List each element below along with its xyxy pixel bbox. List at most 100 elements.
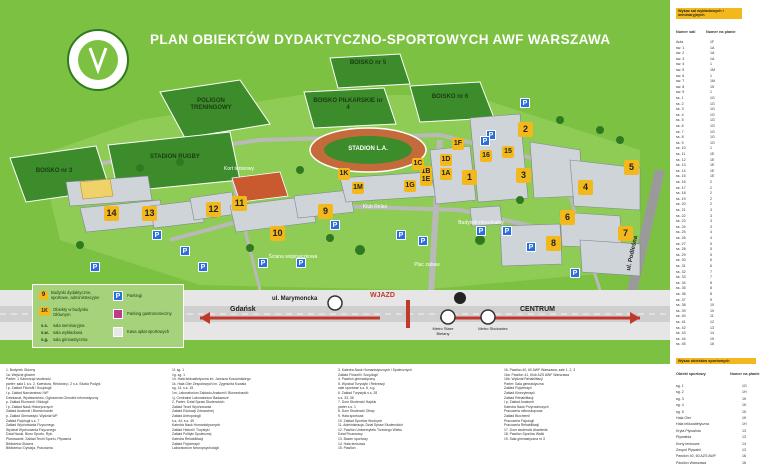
description-line: I p. Zakład Nauk Historycznych: [6, 404, 53, 409]
sport-index-object: sg. 5: [676, 409, 684, 414]
description-line: Dziekanat, Wydawnictwo, Ogłoszenia Ośrod…: [6, 395, 99, 400]
room-index-room: ss. 8: [676, 135, 684, 140]
parking-icon[interactable]: P: [526, 242, 536, 252]
description-line: Zakład Biochemii: [504, 413, 530, 418]
parking-icon[interactable]: P: [180, 246, 190, 256]
room-index-ref: 15: [710, 336, 714, 341]
parking-icon[interactable]: P: [502, 226, 512, 236]
room-index-room: ss. 4: [676, 112, 684, 117]
room-index-room: ss. 40: [676, 314, 686, 319]
building-badge-b16[interactable]: 16: [480, 150, 492, 162]
parking-icon[interactable]: P: [152, 230, 162, 240]
room-index-ref: 7: [710, 275, 712, 280]
building-badge-b1[interactable]: 1: [462, 170, 477, 185]
sport-index-ref: 13: [742, 428, 746, 433]
room-index-ref: 10: [710, 303, 714, 308]
sport-index-ref: 1G: [742, 384, 747, 388]
building-badge-b9[interactable]: 9: [318, 204, 333, 219]
room-index-ref: 1: [710, 90, 712, 95]
building-badge-b14[interactable]: 14: [104, 206, 119, 221]
description-line: parter s.s. 1: [338, 404, 356, 409]
place-budynek: Budynek mieszkalny: [458, 220, 504, 226]
description-line: Zakład Fizjologii s.s. 7: [6, 418, 40, 423]
building-badge-b6[interactable]: 6: [560, 210, 575, 225]
room-index-ref: 13: [710, 325, 714, 330]
legend-item-3: sala seminaryjna: [53, 323, 85, 328]
room-index-panel: Wykaz sal wykładowych i seminaryjnych Nu…: [670, 0, 768, 476]
room-index-room: ss. 14: [676, 168, 686, 173]
description-line: Katedra Nauk Humanistycznych: [172, 423, 221, 428]
room-index-room: ss. 18: [676, 191, 686, 196]
parking-icon[interactable]: P: [520, 98, 530, 108]
building-badge-b12[interactable]: 12: [206, 202, 221, 217]
legend-kasa-icon: [113, 327, 123, 337]
description-line: 17. Dom studencki Akademik: [504, 427, 548, 432]
sport-index-object: sg. 1: [676, 384, 684, 388]
road-marymoncka: ul. Marymoncka: [272, 296, 318, 302]
room-index-ref: 3: [710, 224, 712, 229]
building-badge-b3[interactable]: 3: [516, 168, 531, 183]
parking-icon[interactable]: P: [396, 230, 406, 240]
parking-icon[interactable]: P: [330, 220, 340, 230]
building-badge-b1f[interactable]: 1F: [452, 138, 464, 150]
building-badge-b1m[interactable]: 1M: [352, 182, 364, 194]
building-badge-b1g[interactable]: 1G: [404, 180, 416, 192]
room-index-ref: 4: [710, 236, 712, 240]
map-title: PLAN OBIEKTÓW DYDAKTYCZNO-SPORTOWYCH AWF…: [150, 32, 611, 47]
parking-icon[interactable]: P: [90, 262, 100, 272]
parking-icon[interactable]: P: [476, 226, 486, 236]
sport-index-object: Korty tenisowe: [676, 441, 700, 446]
room-index-room: ss. 29: [676, 252, 686, 257]
building-badge-b1k[interactable]: 1K: [338, 168, 350, 180]
legend-abbr-2: s.w.: [41, 330, 49, 335]
description-line: 1k. Hala Gier Zespołowych im. Zygmunta K…: [172, 381, 247, 386]
building-badge-b7[interactable]: 7: [618, 226, 633, 241]
room-index-ref: 8: [710, 292, 712, 296]
room-index-room: ss. 44: [676, 336, 686, 341]
room-index-room: ss. 6: [676, 124, 684, 128]
building-badge-b10[interactable]: 10: [270, 226, 285, 241]
building-badge-b4[interactable]: 4: [578, 180, 593, 195]
building-badge-b1a[interactable]: 1A: [440, 168, 452, 180]
legend-item-5: sala gimnastyczna: [53, 337, 88, 342]
building-badge-b11[interactable]: 11: [232, 196, 247, 211]
room-index-ref: 1: [710, 146, 712, 151]
room-index-room: Aula: [676, 40, 684, 44]
field-poligon: POLIGON TRENINGOWY: [190, 98, 232, 111]
building-badge-b1d[interactable]: 1D: [440, 154, 452, 166]
sport-index-ref: 1K: [742, 416, 747, 420]
parking-icon[interactable]: P: [480, 136, 490, 146]
description-line: s.s. 33, 36: [338, 395, 354, 400]
description-line: Wydział Wychowania Fizycznego: [6, 427, 57, 432]
sport-index-object: Hala lekkoatletyczna: [676, 422, 709, 427]
building-badge-b2[interactable]: 2: [518, 122, 533, 137]
building-badge-b5[interactable]: 5: [624, 160, 639, 175]
description-line: I p. Zakład Anatomii: [504, 400, 534, 405]
sport-index-ref: 13: [742, 448, 746, 452]
room-index-ref: 3: [710, 213, 712, 218]
description-line: 8. Dom Studencki Olimp: [338, 409, 375, 414]
description-line: Pracownia Fizjologii: [504, 418, 534, 423]
building-badge-b13[interactable]: 13: [142, 206, 157, 221]
building-badge-b1e[interactable]: 1E: [420, 174, 432, 186]
parking-icon[interactable]: P: [296, 258, 306, 268]
legend-parking-icon: P: [113, 291, 123, 301]
field-stadion-la: STADION L.A.: [348, 146, 388, 152]
parking-icon[interactable]: P: [570, 268, 580, 278]
description-line: Dział Nauki, Biuro Sportu, Ryb.: [6, 432, 53, 437]
room-index-room: sw. 3: [676, 56, 685, 61]
description-line: Parter: 1 Samorząd studencki: [6, 377, 51, 382]
room-index-room: ss. 22: [676, 213, 686, 218]
description-line: 1g. sg. 1: [172, 372, 186, 377]
building-badge-b15[interactable]: 15: [502, 146, 514, 158]
parking-icon[interactable]: P: [198, 262, 208, 272]
parking-icon[interactable]: P: [486, 130, 496, 140]
room-index-ref: 15: [710, 84, 714, 89]
building-badge-b1c[interactable]: 1C: [412, 158, 424, 170]
parking-icon[interactable]: P: [418, 236, 428, 246]
building-badge-b8[interactable]: 8: [546, 236, 561, 251]
road-metro-stare: Metro Stare Bielany: [432, 326, 454, 336]
description-line: Pracownia Rehabilitacji: [504, 423, 540, 428]
room-index-room: ss. 25: [676, 230, 686, 235]
parking-icon[interactable]: P: [258, 258, 268, 268]
